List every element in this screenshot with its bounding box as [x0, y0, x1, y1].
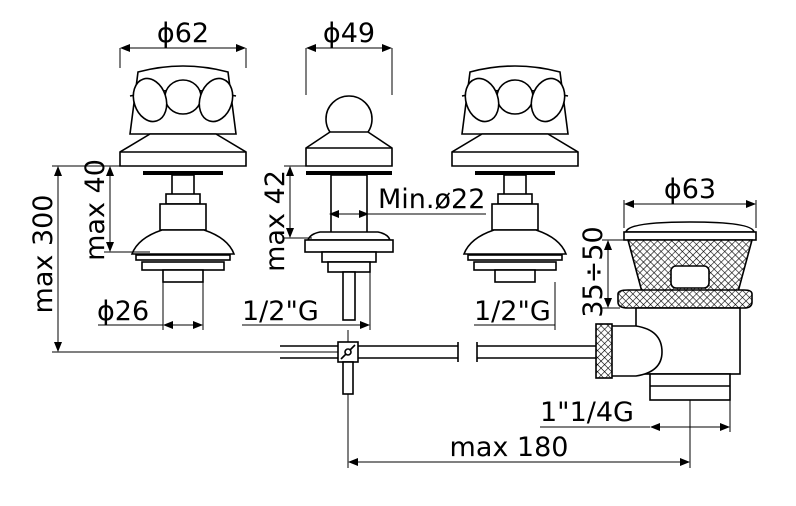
label-thread-right: 1/2"G [474, 296, 551, 327]
label-phi63: ϕ63 [664, 174, 716, 205]
label-phi62: ϕ62 [157, 18, 209, 49]
label-max-40: max 40 [80, 159, 111, 261]
center-spout [304, 95, 394, 321]
label-min-hole: Min.ø22 [378, 184, 485, 215]
label-phi26: ϕ26 [97, 296, 149, 327]
label-max-42: max 42 [260, 170, 291, 272]
left-handle-valve [119, 65, 247, 283]
dimension-labels: ϕ62 ϕ49 ϕ63 max 40 max 42 max 300 Min.ø2… [28, 18, 716, 463]
label-thread-left: 1/2"G [242, 296, 319, 327]
label-phi49: ϕ49 [323, 18, 375, 49]
drain-rod [280, 330, 596, 395]
label-max-300: max 300 [28, 195, 59, 314]
right-handle-valve [451, 65, 579, 283]
pop-up-waste [595, 221, 757, 401]
label-max-180: max 180 [450, 432, 569, 463]
label-waste-thread: 1"1/4G [540, 397, 634, 428]
label-waste-range: 35÷50 [578, 226, 609, 317]
dimension-lines [52, 44, 757, 468]
